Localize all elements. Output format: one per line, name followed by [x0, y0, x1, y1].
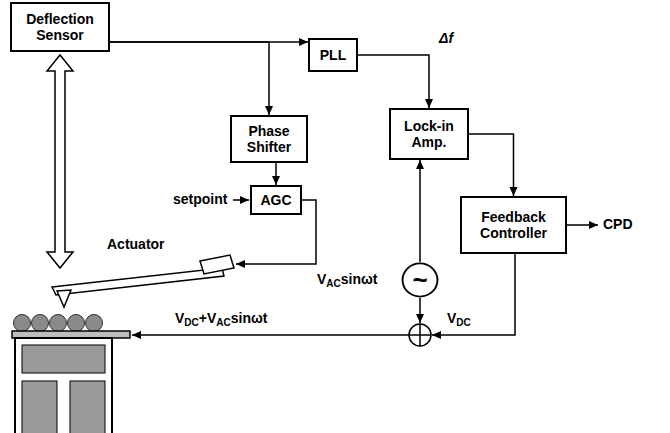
process-box: AGC [250, 185, 302, 215]
box-label: Lock-in Amp. [395, 118, 463, 150]
signal-arrow [419, 160, 421, 262]
sample-particles [14, 315, 103, 332]
sample-plate [12, 331, 130, 338]
scanner-leg [70, 381, 105, 433]
cantilever-tip [57, 290, 71, 307]
box-label: PLL [320, 47, 346, 63]
setpoint-wire [233, 199, 249, 201]
box-label: Feedback Controller [466, 209, 561, 241]
process-box: PLL [308, 38, 358, 72]
oscillator-symbol: ~ [412, 267, 427, 293]
signal-arrow [358, 55, 429, 108]
signal-name: setpoint [172, 191, 228, 208]
signal-arrow [275, 163, 277, 185]
controller-box: Feedback Controller [460, 196, 567, 254]
box-label: AGC [260, 192, 291, 208]
vdc-wire [432, 254, 515, 335]
vac-wire [419, 298, 421, 323]
scanner-block [22, 345, 105, 373]
laser-double-arrow [47, 55, 73, 268]
summing-junction [409, 324, 431, 346]
process-box: Lock-in Amp. [389, 108, 469, 160]
box-label: Phase Shifter [236, 123, 302, 155]
signal-arrow [469, 134, 514, 196]
signal-name: VDC+VACsinωt [174, 310, 268, 327]
box-label: Deflection Sensor [16, 11, 104, 43]
signal-name: VACsinωt [316, 271, 379, 288]
signal-name: Δf [438, 30, 454, 47]
sensor-box: Deflection Sensor [10, 2, 110, 52]
signal-arrow [110, 42, 269, 115]
part-name: Actuator [106, 236, 166, 253]
signal-name: VDC [446, 310, 472, 327]
bias-wire [132, 334, 409, 336]
oscillator-circle: ~ [401, 262, 439, 298]
cpd-wire [567, 224, 598, 226]
cantilever-beam [52, 268, 224, 295]
scanner-stage [15, 338, 112, 433]
scanner-leg [22, 381, 57, 433]
output-name: CPD [602, 216, 634, 233]
process-box: Phase Shifter [230, 115, 308, 163]
actuator-symbol [200, 255, 234, 274]
